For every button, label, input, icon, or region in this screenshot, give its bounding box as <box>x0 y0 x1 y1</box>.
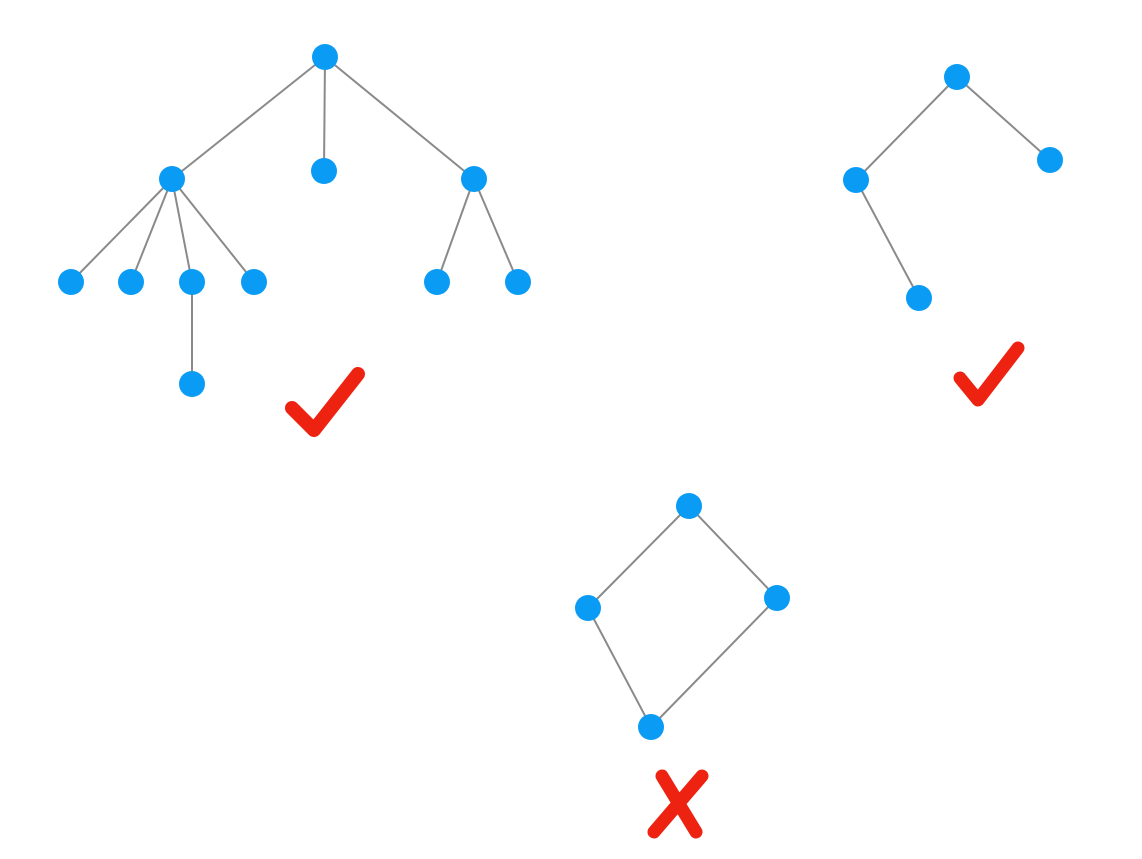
node-a2 <box>118 269 144 295</box>
edge-r-a <box>171 56 326 180</box>
node-a1 <box>58 269 84 295</box>
node-a4 <box>241 269 267 295</box>
edge-a-a1 <box>70 178 173 283</box>
check-mark-icon <box>953 341 1025 407</box>
edge-r-c <box>324 56 475 180</box>
edge-a-a4 <box>171 178 255 283</box>
node-l <box>575 595 601 621</box>
node-a3 <box>179 269 205 295</box>
edge-a-a2 <box>130 178 173 283</box>
node-b <box>638 714 664 740</box>
node-a <box>159 166 185 192</box>
node-r <box>944 64 970 90</box>
edge-t-l <box>587 505 690 609</box>
edge-l-b <box>587 607 652 728</box>
edge-a-a1 <box>855 179 920 299</box>
edge-r-a <box>855 76 958 181</box>
cross-mark-stroke <box>647 769 709 839</box>
graph-tree-large <box>58 44 531 397</box>
edge-r-b <box>323 56 326 172</box>
edge-t-r <box>688 505 778 599</box>
check-mark-stroke <box>285 367 365 437</box>
node-b <box>311 158 337 184</box>
check-mark-icon <box>285 367 365 437</box>
node-c <box>461 166 487 192</box>
edge-r-b <box>650 597 778 728</box>
node-t <box>676 493 702 519</box>
check-mark-stroke <box>953 341 1025 407</box>
node-r <box>312 44 338 70</box>
edge-a-a3 <box>171 178 193 283</box>
graph-tree-small <box>843 64 1063 311</box>
node-a3x <box>179 371 205 397</box>
cross-mark-icon <box>647 769 709 839</box>
edge-c-c1 <box>436 178 475 283</box>
node-r <box>764 585 790 611</box>
node-c1 <box>424 269 450 295</box>
edge-r-b <box>956 76 1051 161</box>
node-c2 <box>505 269 531 295</box>
node-a <box>843 167 869 193</box>
node-a1 <box>906 285 932 311</box>
node-b <box>1037 147 1063 173</box>
graph-cycle <box>575 493 790 740</box>
edge-c-c2 <box>473 178 519 283</box>
